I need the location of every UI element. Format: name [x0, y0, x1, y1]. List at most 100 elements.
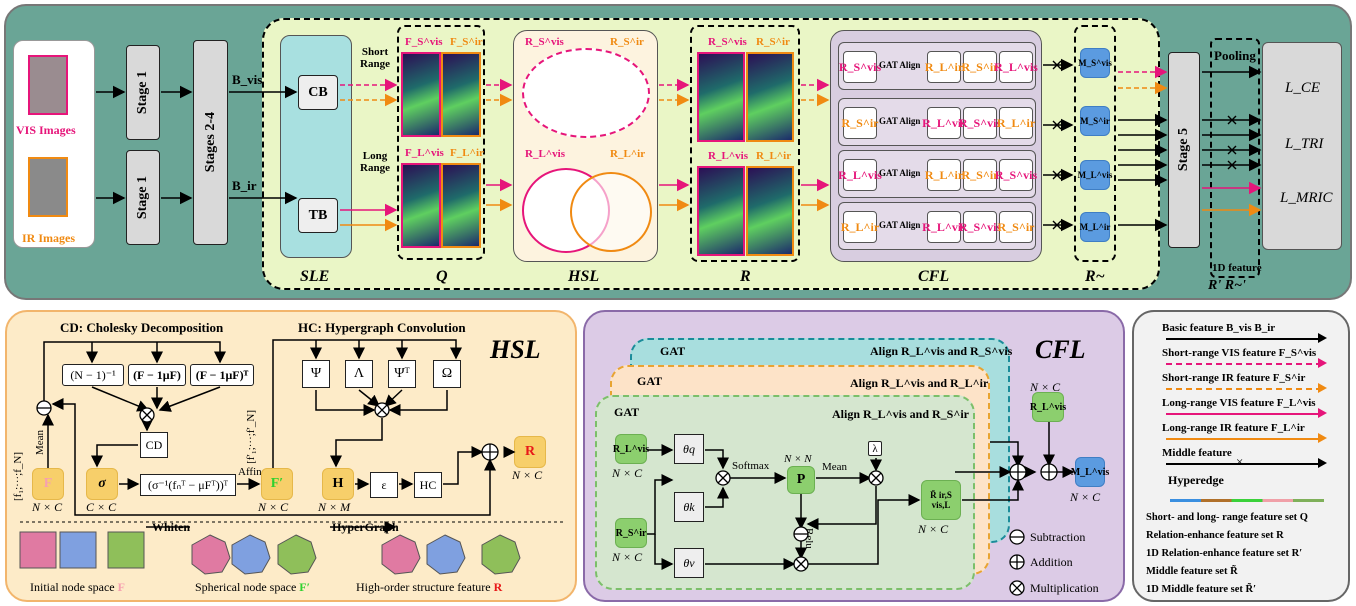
legend-item-label: Long-range VIS feature F_L^vis	[1162, 397, 1316, 409]
caption-spherical-text: Spherical node space	[195, 580, 297, 594]
dim-2: N × C	[612, 550, 643, 564]
cfl-query-cell: R_S^ir	[842, 107, 879, 139]
cfl-key-cell: R_L^ir	[925, 51, 963, 83]
arrowhead-icon	[1318, 383, 1327, 393]
legend-item-line	[1166, 413, 1322, 415]
caption-f: F	[117, 580, 125, 594]
caption-spherical: Spherical node space F′	[195, 580, 310, 595]
f-dim: N × C	[32, 500, 63, 514]
middle-feature-node: M_S^vis	[1078, 48, 1112, 78]
f-s-ir-label: F_S^ir	[450, 36, 483, 48]
legend-multiplication: Multiplication	[1030, 581, 1099, 595]
feature-set-label: Middle feature set R̃	[1146, 566, 1238, 577]
cb-box: CB	[298, 75, 338, 110]
arrowhead-icon	[1318, 408, 1327, 418]
hyperedge-line	[1170, 499, 1324, 502]
caption-fp: F′	[299, 580, 311, 594]
sigma-dim: C × C	[86, 500, 117, 514]
align-label-2: Align R_L^vis and R_L^ir	[850, 376, 989, 390]
hypergraph-long-ir	[570, 172, 652, 252]
cd-title: CD: Cholesky Decomposition	[60, 320, 224, 335]
hc-box: HC	[414, 472, 442, 498]
fp-dim: N × C	[258, 500, 289, 514]
affine-expr: (σ⁻¹(fₙᵀ − μFᵀ))ᵀ	[140, 474, 236, 496]
cfl-key-cell: R_S^vis	[995, 159, 1037, 191]
r-s-vis-label: R_S^vis	[525, 36, 564, 48]
middle-feature-node: M_S^ir	[1080, 106, 1110, 136]
label-cfl: CFL	[918, 268, 950, 285]
gat-align-label: GAT Align	[879, 116, 921, 126]
r-set	[690, 25, 800, 262]
r-tilde-set	[1074, 25, 1116, 262]
dim-rbar: N × C	[918, 522, 949, 536]
pooling-label: Pooling	[1214, 48, 1256, 63]
dim-1: N × C	[612, 466, 643, 480]
arrowhead-icon	[1318, 358, 1327, 368]
label-r-prime: R' R~'	[1208, 278, 1246, 293]
lambda-box: Λ	[345, 360, 373, 388]
cfl-title: CFL	[1035, 335, 1086, 364]
theta-k: θk	[674, 492, 704, 522]
dim-top: N × C	[1030, 380, 1061, 394]
legend-item-label: Basic feature B_vis B_ir	[1162, 322, 1276, 334]
feature-1d-label: 1D feature	[1212, 262, 1262, 274]
r-l-vis-label: R_L^vis	[708, 150, 749, 162]
epsilon-box: ε	[370, 472, 398, 498]
hsl-title: HSL	[490, 335, 541, 364]
term-f-minus-mean-t: (F − 1μF)ᵀ	[190, 364, 254, 386]
f-prime-node: F′	[261, 468, 293, 500]
legend-item-line	[1166, 463, 1322, 465]
b-ir-label: B_ir	[232, 178, 257, 193]
feature-set-label: 1D Middle feature set R̃′	[1146, 584, 1257, 595]
cross-icon: ×	[1236, 454, 1244, 469]
r-s-ir-node: R_S^ir	[615, 518, 647, 548]
f-s-vis-label: F_S^vis	[405, 36, 443, 48]
arrowhead-icon	[1318, 333, 1327, 343]
legend-item-line	[1166, 363, 1322, 365]
feature-set-label: 1D Relation-enhance feature set R′	[1146, 548, 1303, 559]
cfl-query-cell: R_L^vis	[838, 159, 882, 191]
lambda-box: λ	[868, 441, 882, 456]
cfl-key-cell: R_S^ir	[962, 159, 999, 191]
cd-box: CD	[140, 432, 168, 458]
hsl-arrows	[19, 339, 565, 575]
caption-highorder-text: High-order structure feature	[356, 580, 491, 594]
feature-set-label: Relation-enhance feature set R	[1146, 530, 1284, 541]
relation-map-s-vis	[697, 52, 745, 142]
long-range-label: Long Range	[360, 150, 390, 174]
relation-map-s-ir	[746, 52, 794, 142]
b-vis-label: B_vis	[232, 72, 263, 87]
top-arrows	[96, 58, 1262, 232]
cfl-query-cell: R_S^vis	[839, 51, 881, 83]
caption-r: R	[493, 580, 503, 594]
align-label-1: Align R_L^vis and R_S^ir	[832, 407, 969, 421]
cfl-arrows	[647, 422, 1075, 596]
gat-label-2: GAT	[637, 374, 663, 388]
caption-initial-text: Initial node space	[30, 580, 115, 594]
gat-align-label: GAT Align	[879, 60, 921, 70]
r-l-vis-label: R_L^vis	[525, 148, 566, 160]
caption-highorder: High-order structure feature R	[356, 580, 502, 595]
f-l-ir-label: F_L^ir	[450, 147, 484, 159]
relation-map-l-ir	[746, 166, 794, 256]
theta-v: θv	[674, 548, 704, 578]
align-label-3: Align R_L^vis and R_S^vis	[870, 344, 1013, 358]
gat-label-3: GAT	[660, 344, 686, 358]
h-node: H	[322, 468, 354, 500]
r-bar-node: R̄ ir,S vis,L	[921, 480, 961, 520]
label-q: Q	[436, 268, 448, 285]
r-l-ir-label: R_L^ir	[756, 150, 792, 162]
loss-box	[1262, 42, 1342, 250]
cfl-key-cell: R_S^ir	[962, 51, 999, 83]
m-l-vis-node: M_L^vis	[1071, 457, 1109, 487]
short-range-label: Short Range	[360, 46, 390, 70]
heatmap-f-s-vis	[401, 52, 441, 137]
legend-item-label: Middle feature	[1162, 447, 1232, 459]
stage1-ir: Stage 1	[126, 150, 160, 245]
legend-item-label: Short-range VIS feature F_S^vis	[1162, 347, 1317, 359]
hc-title: HC: Hypergraph Convolution	[298, 320, 466, 335]
f-l-vis-label: F_L^vis	[405, 147, 444, 159]
middle-feature-node: M_L^ir	[1080, 212, 1110, 242]
